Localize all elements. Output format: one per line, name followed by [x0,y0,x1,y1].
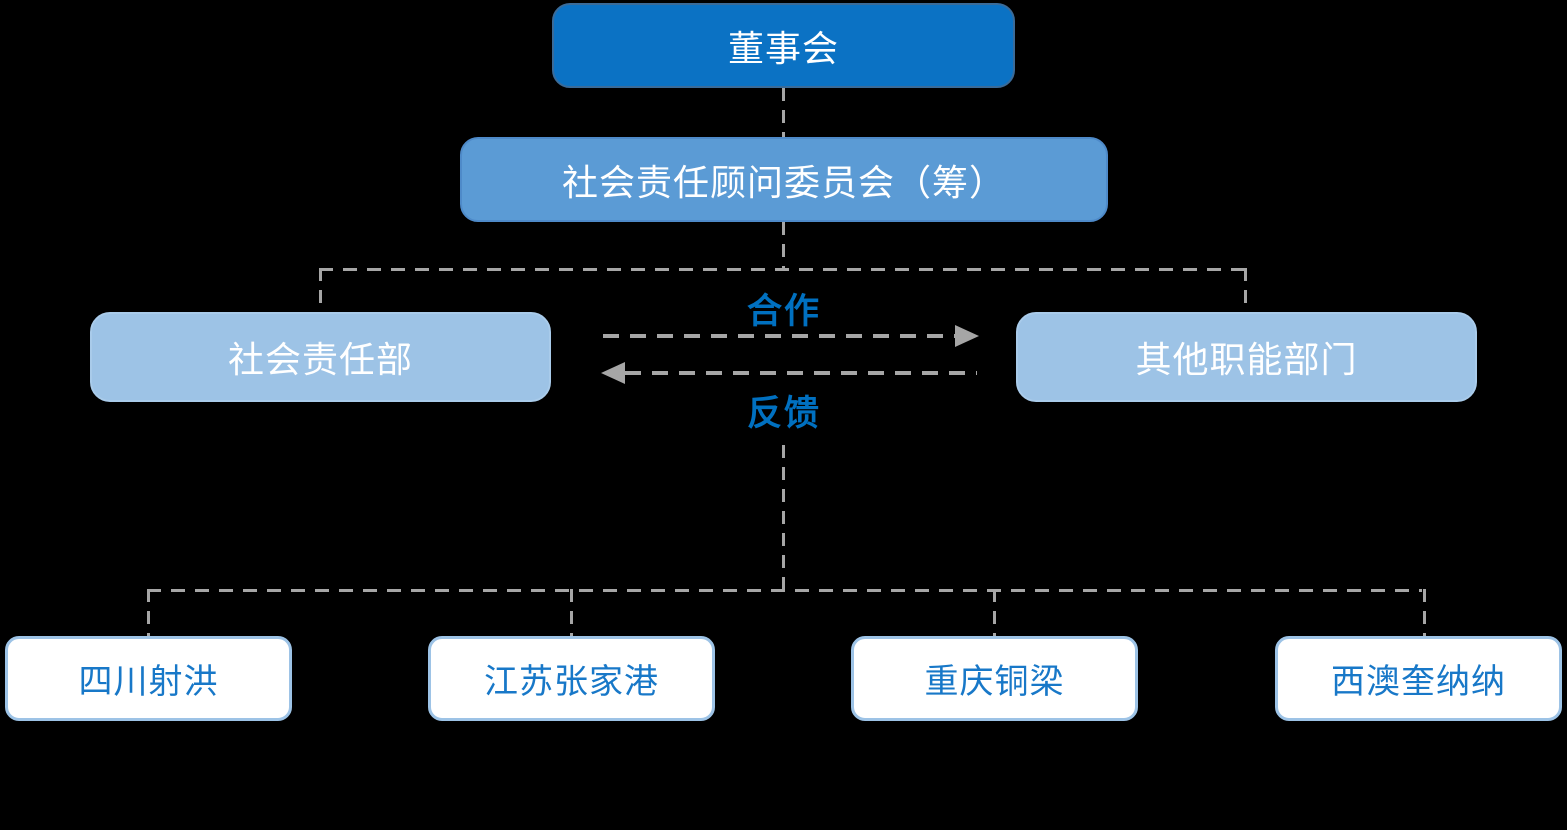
node-site-label: 江苏张家港 [484,662,659,702]
connector-bus-to-site-2 [570,589,573,636]
node-site-jiangsu-zhangjiagang: 江苏张家港 [428,636,715,721]
connector-board-to-committee [782,88,785,137]
connector-bus-to-site-4 [1423,589,1426,636]
connector-bus-to-site-3 [993,589,996,636]
feedback-arrow-line [625,371,977,375]
connector-center-to-sites-bus [782,445,785,590]
node-board-of-directors: 董事会 [552,3,1015,88]
connector-bus-top [319,268,1247,271]
connector-bus-to-other-departments [1244,268,1247,312]
connector-bus-bottom [147,589,1422,592]
node-csr-advisory-committee: 社会责任顾问委员会（筹） [460,137,1108,222]
node-committee-label: 社会责任顾问委员会（筹） [561,162,1006,204]
cooperation-arrow-line [603,334,955,338]
node-site-label: 四川射洪 [78,662,219,702]
node-site-label: 重庆铜梁 [924,662,1065,702]
node-site-sichuan-shehong: 四川射洪 [5,636,292,721]
node-site-label: 西澳奎纳纳 [1331,662,1506,702]
feedback-arrowhead-left-icon [601,362,625,384]
node-csr-department: 社会责任部 [90,312,551,402]
node-site-chongqing-tongliang: 重庆铜梁 [851,636,1138,721]
connector-bus-to-csr-department [319,268,322,312]
node-other-departments-label: 其他职能部门 [1135,340,1358,381]
node-other-departments: 其他职能部门 [1016,312,1477,402]
connector-bus-to-site-1 [147,589,150,636]
cooperation-arrowhead-right-icon [955,325,979,347]
node-site-western-australia-kwinana: 西澳奎纳纳 [1275,636,1562,721]
feedback-label: 反馈 [746,394,821,434]
cooperation-label: 合作 [746,292,821,332]
connector-committee-to-bus [782,222,785,270]
node-board-label: 董事会 [727,28,839,70]
node-csr-department-label: 社会责任部 [227,340,413,381]
